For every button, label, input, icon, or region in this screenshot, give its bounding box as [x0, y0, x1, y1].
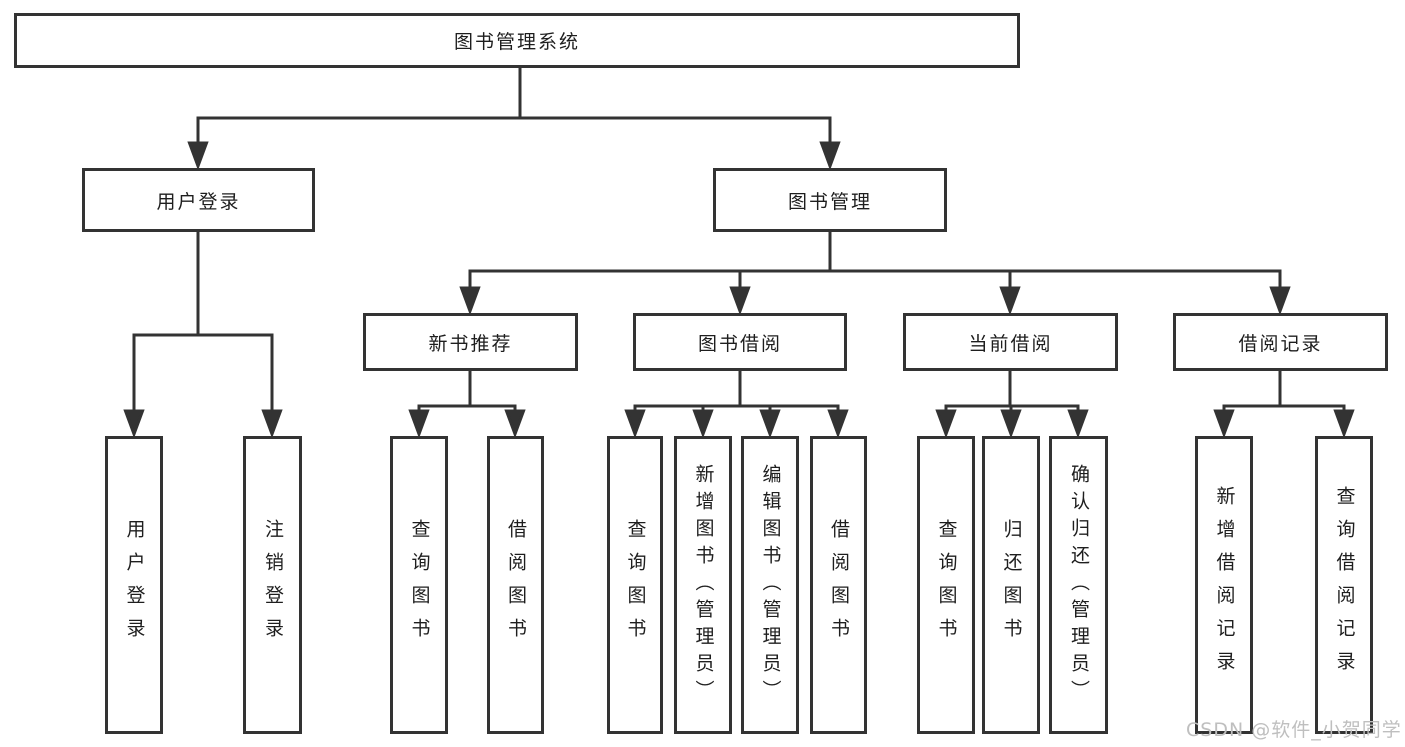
arrowhead-down-icon	[187, 141, 209, 171]
arrowhead-down-icon	[1067, 409, 1089, 439]
leaf-label: 借阅图书	[505, 519, 527, 651]
arrowhead-down-icon	[1213, 409, 1235, 439]
leaf-label: 查询图书	[624, 519, 647, 651]
arrowhead-down-icon	[729, 286, 751, 316]
leaf-borrow-book: 借阅图书	[810, 436, 867, 734]
leaf-return-book: 归还图书	[982, 436, 1040, 734]
leaf-add-borrow-record: 新增借阅记录	[1195, 436, 1253, 734]
arrowhead-down-icon	[692, 409, 714, 439]
arrowhead-down-icon	[827, 409, 849, 439]
node-new-book-recommend: 新书推荐	[363, 313, 578, 371]
csdn-watermark: CSDN @软件_小贺同学	[1186, 719, 1402, 741]
arrowhead-down-icon	[935, 409, 957, 439]
leaf-borrow-book-newrec: 借阅图书	[487, 436, 544, 734]
leaf-label: 注销登录	[262, 519, 284, 651]
leaf-label: 新增图书（管理员）	[692, 463, 715, 707]
leaf-query-book-current: 查询图书	[917, 436, 975, 734]
arrowhead-down-icon	[1000, 409, 1022, 439]
node-root: 图书管理系统	[14, 13, 1020, 68]
leaf-label: 查询借阅记录	[1333, 486, 1356, 684]
leaf-label: 查询图书	[935, 519, 958, 651]
arrowhead-down-icon	[408, 409, 430, 439]
leaf-label: 借阅图书	[828, 519, 850, 651]
node-current-borrow: 当前借阅	[903, 313, 1118, 371]
arrowhead-down-icon	[999, 286, 1021, 316]
arrowhead-down-icon	[1269, 286, 1291, 316]
arrowhead-down-icon	[459, 286, 481, 316]
arrowhead-down-icon	[123, 409, 145, 439]
leaf-edit-book-admin: 编辑图书（管理员）	[741, 436, 799, 734]
leaf-label: 查询图书	[408, 519, 431, 651]
node-borrow-record: 借阅记录	[1173, 313, 1388, 371]
leaf-logout-login: 注销登录	[243, 436, 302, 734]
leaf-label: 确认归还（管理员）	[1068, 463, 1090, 707]
leaf-label: 归还图书	[1000, 519, 1023, 651]
leaf-label: 新增借阅记录	[1213, 486, 1236, 684]
arrowhead-down-icon	[504, 409, 526, 439]
leaf-label: 用户登录	[123, 519, 146, 651]
arrowhead-down-icon	[819, 141, 841, 171]
node-book-borrow: 图书借阅	[633, 313, 847, 371]
leaf-confirm-return-admin: 确认归还（管理员）	[1049, 436, 1108, 734]
node-book-management: 图书管理	[713, 168, 947, 232]
leaf-query-borrow-record: 查询借阅记录	[1315, 436, 1373, 734]
leaf-query-book-borrow: 查询图书	[607, 436, 663, 734]
node-user-login: 用户登录	[82, 168, 315, 232]
leaf-query-book-newrec: 查询图书	[390, 436, 448, 734]
leaf-add-book-admin: 新增图书（管理员）	[674, 436, 732, 734]
arrowhead-down-icon	[1333, 409, 1355, 439]
arrowhead-down-icon	[261, 409, 283, 439]
leaf-user-login: 用户登录	[105, 436, 163, 734]
arrowhead-down-icon	[624, 409, 646, 439]
leaf-label: 编辑图书（管理员）	[759, 463, 782, 707]
arrowhead-down-icon	[759, 409, 781, 439]
